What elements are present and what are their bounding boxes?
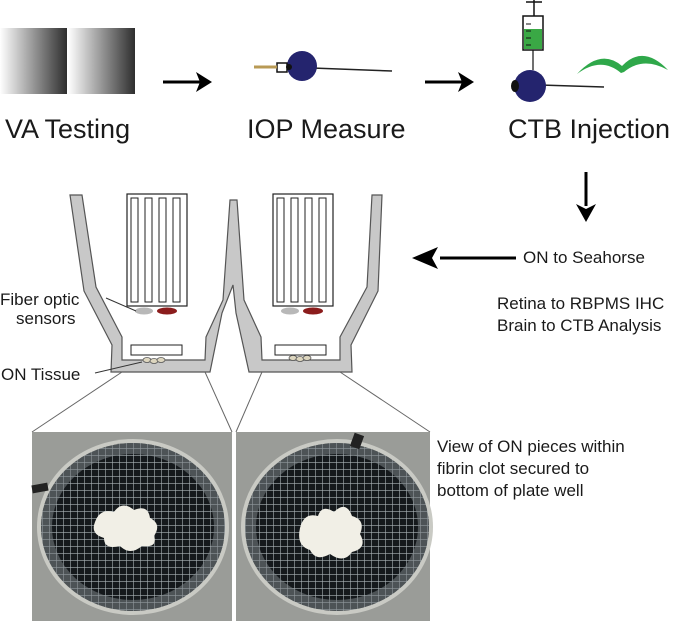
- va-grating-icon: [0, 28, 135, 94]
- brain-label: Brain to CTB Analysis: [497, 316, 662, 335]
- sensor-gray-dot-2: [281, 307, 299, 315]
- step-arrow-2: [425, 72, 474, 92]
- zoom-line-right-b: [339, 371, 431, 433]
- sensor-red-dot-1: [157, 307, 177, 315]
- fiber-optic-leader: [105, 297, 137, 312]
- seahorse-well-diagram: [69, 193, 383, 373]
- down-arrow: [576, 172, 596, 222]
- on-to-seahorse-label: ON to Seahorse: [523, 248, 645, 267]
- sensor-probe-1: [126, 193, 188, 307]
- sensor-gray-dot-1: [135, 307, 153, 315]
- iop-eye-icon: [254, 51, 393, 81]
- brain-shape-icon: [577, 55, 668, 74]
- sensor-probe-2: [272, 193, 334, 307]
- caption-line2: fibrin clot secured to: [437, 459, 590, 478]
- seahorse-arrow: [412, 247, 516, 269]
- zoom-line-left-a: [31, 371, 123, 433]
- microscope-photo-2: [236, 432, 433, 621]
- zoom-line-left-b: [204, 371, 233, 433]
- caption-line1: View of ON pieces within: [437, 437, 625, 456]
- microscope-photo-1: [31, 432, 232, 621]
- tissue-insert-1: [130, 344, 183, 356]
- sensor-red-dot-2: [303, 307, 323, 315]
- ctb-eye-icon: [511, 70, 605, 102]
- retina-label: Retina to RBPMS IHC: [497, 294, 665, 313]
- zoom-line-right-a: [235, 371, 263, 433]
- on-tissue-pieces-2: [288, 355, 312, 362]
- step-label-va-testing: VA Testing: [5, 114, 131, 144]
- caption-line3: bottom of plate well: [437, 481, 584, 500]
- on-tissue-pieces-1: [142, 357, 166, 364]
- tissue-insert-2: [274, 344, 327, 356]
- step-label-ctb-injection: CTB Injection: [508, 114, 671, 144]
- step-label-iop-measure: IOP Measure: [247, 114, 406, 144]
- on-tissue-leader: [94, 361, 143, 374]
- fiber-optic-label-line2: sensors: [16, 309, 76, 328]
- syringe-icon: [522, 0, 544, 70]
- on-tissue-label: ON Tissue: [1, 365, 81, 384]
- fiber-optic-label-line1: Fiber optic: [0, 290, 80, 309]
- step-arrow-1: [163, 72, 212, 92]
